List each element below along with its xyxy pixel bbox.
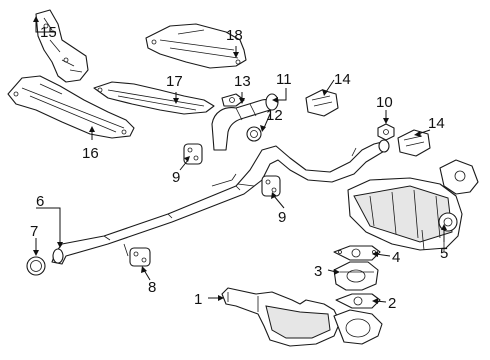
part-15-heat-shield (35, 9, 89, 83)
callout-5: 5 (440, 245, 448, 262)
part-8-hanger (129, 247, 151, 267)
part-5-converter-assembly (347, 159, 479, 252)
part-3-flange-adapter (333, 261, 379, 291)
callout-13: 13 (234, 73, 251, 90)
callout-15: 15 (40, 24, 57, 41)
callout-10: 10 (376, 94, 393, 111)
callout-4: 4 (392, 249, 400, 266)
leader-lines (33, 16, 447, 304)
callout-12: 12 (266, 107, 283, 124)
part-11-front-pipe (211, 93, 279, 151)
callout-17: 17 (166, 73, 183, 90)
part-1-muffler-assembly (221, 287, 383, 347)
callout-8: 8 (148, 279, 156, 296)
callout-14-upper: 14 (334, 71, 351, 88)
part-2-gasket (335, 293, 381, 309)
part-10-nut (377, 123, 395, 141)
callout-7: 7 (30, 223, 38, 240)
part-17-heat-shield (93, 81, 215, 115)
part-6-intermediate-pipe (51, 139, 390, 265)
callout-14-lower: 14 (428, 115, 445, 132)
callout-6: 6 (36, 193, 44, 210)
part-7-clamp (26, 256, 46, 276)
callout-16: 16 (82, 145, 99, 162)
part-4-gasket (333, 245, 381, 261)
callout-18: 18 (226, 27, 243, 44)
part-12-gasket (246, 126, 262, 142)
callout-11: 11 (276, 71, 292, 88)
callout-9-upper: 9 (172, 169, 180, 186)
callout-labels: 15 18 17 16 13 11 12 14 10 14 9 9 6 7 8 … (30, 24, 448, 312)
part-9-hanger-lower (261, 175, 281, 197)
callout-1: 1 (194, 291, 202, 308)
part-18-heat-shield (145, 23, 247, 69)
part-14-isolator-upper (305, 89, 339, 117)
part-13-flange (221, 93, 245, 107)
part-14-isolator-lower (397, 129, 431, 157)
callout-2: 2 (388, 295, 396, 312)
callout-3: 3 (314, 263, 322, 280)
part-16-heat-shield (7, 75, 135, 139)
callout-9-lower: 9 (278, 209, 286, 226)
